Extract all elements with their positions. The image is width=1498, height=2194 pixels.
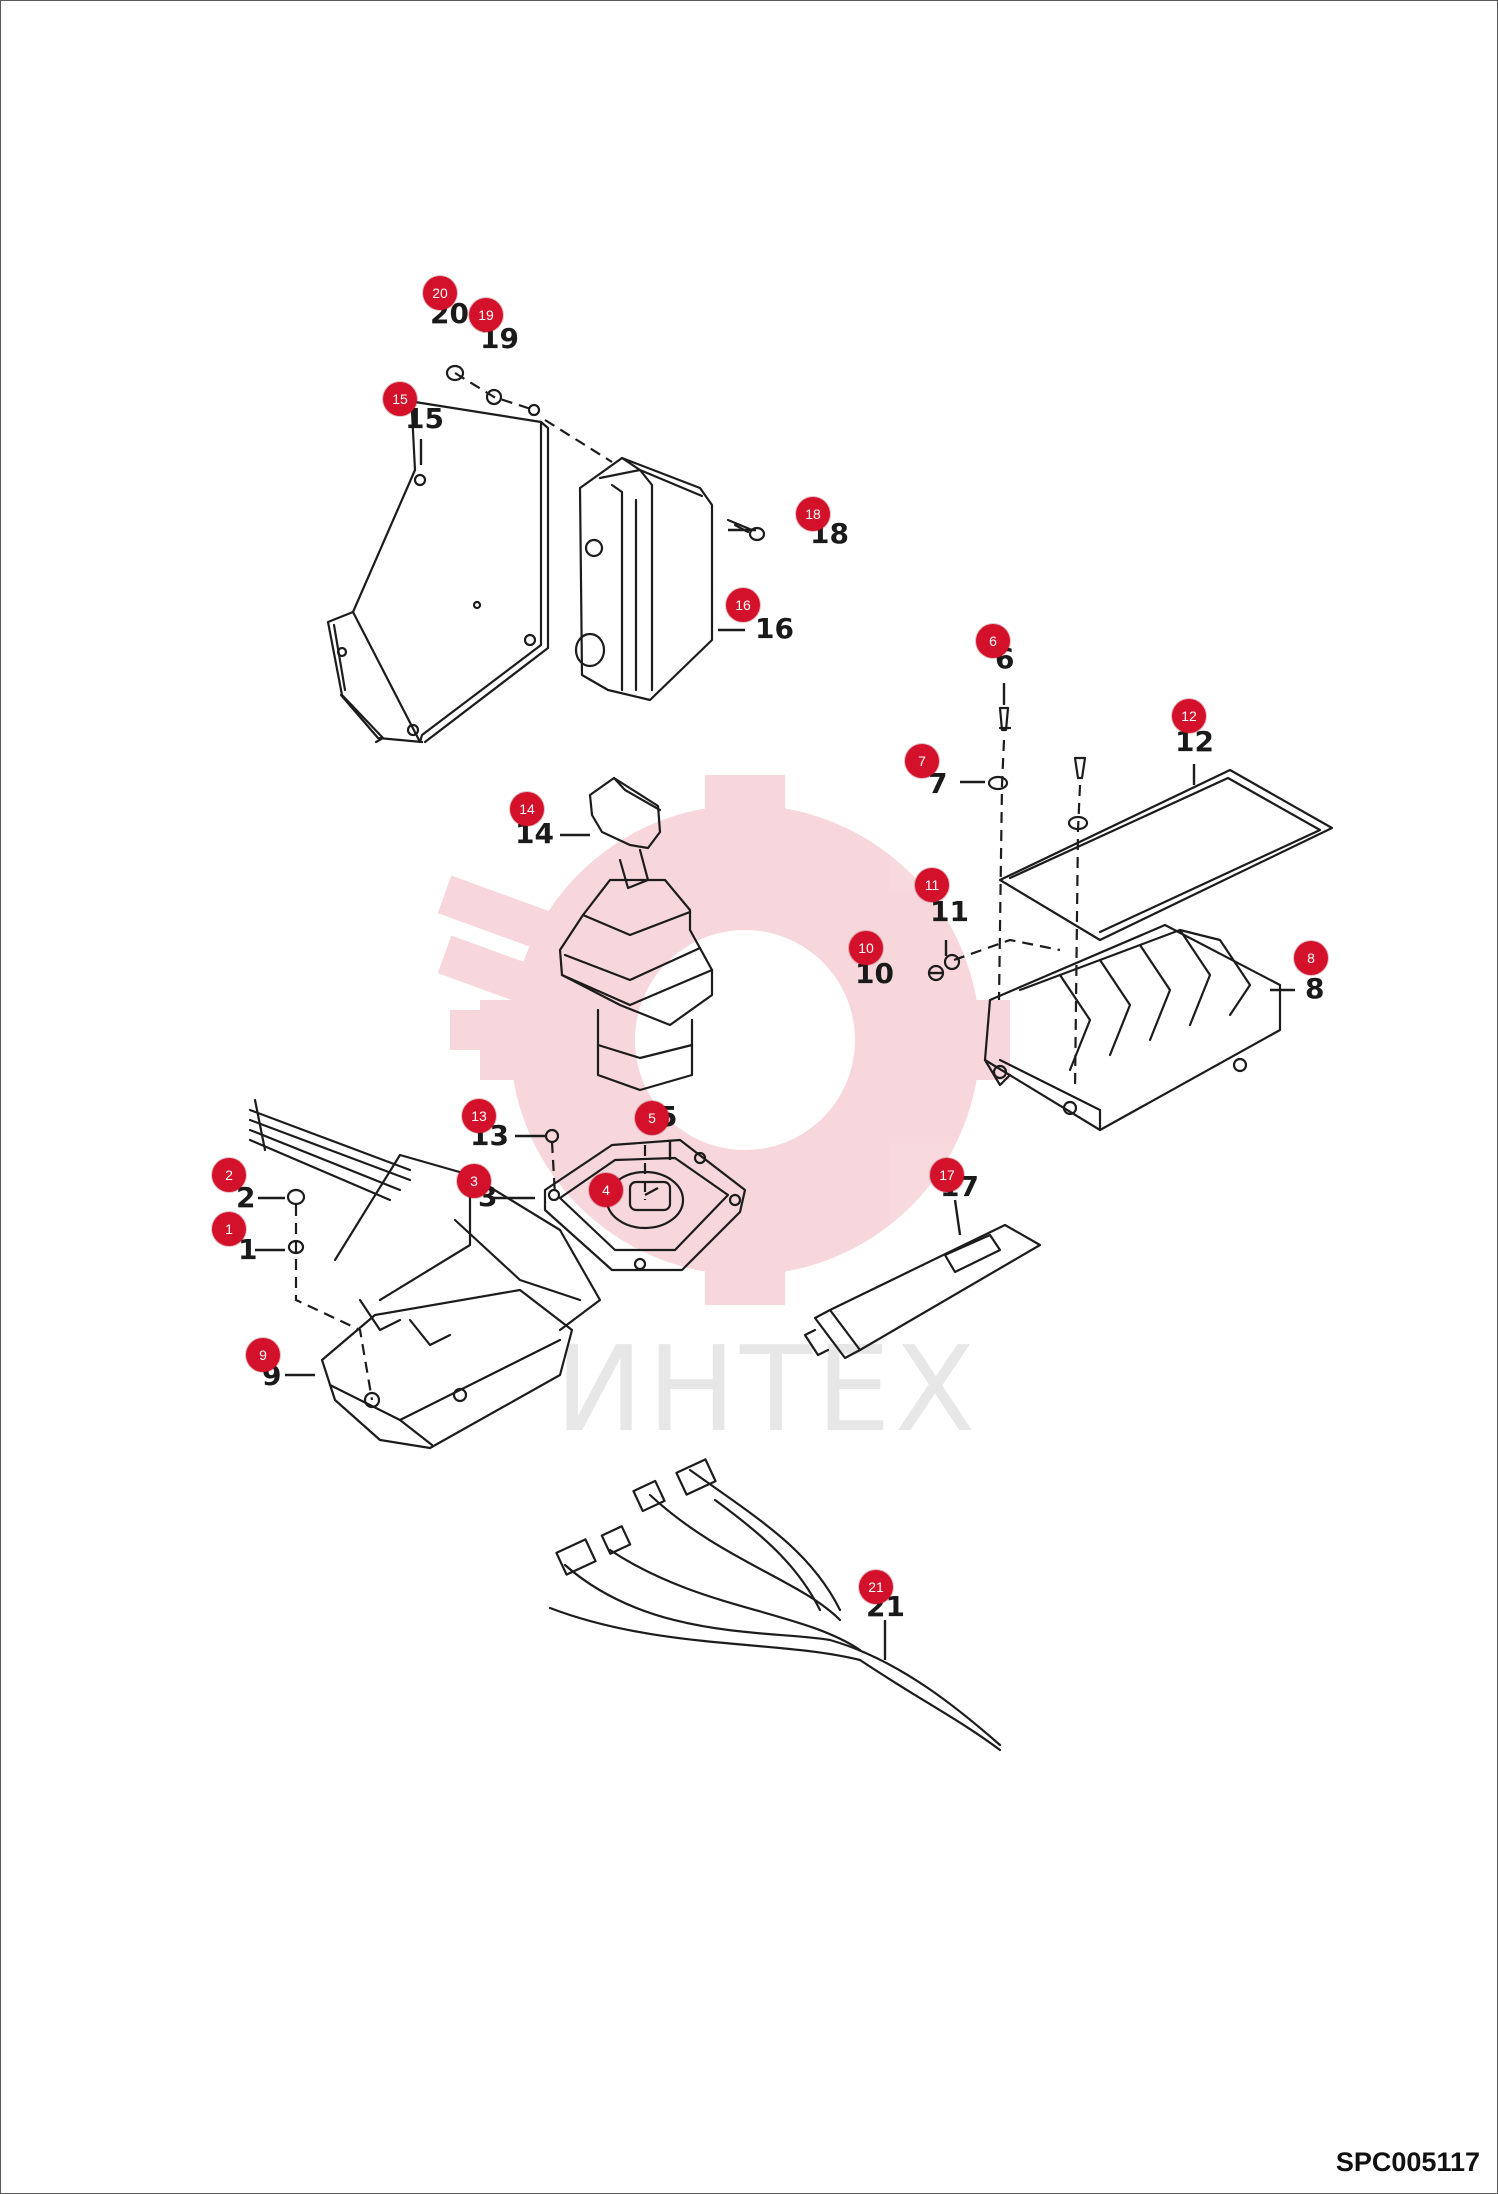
hotspot-12[interactable]: 12	[1172, 699, 1206, 733]
hotspot-2[interactable]: 2	[212, 1158, 246, 1192]
assembly-lines	[294, 372, 1082, 1401]
hotspot-6[interactable]: 6	[976, 624, 1010, 658]
hotspot-20[interactable]: 20	[423, 276, 457, 310]
part-15-bracket	[326, 400, 550, 744]
hotspot-9[interactable]: 9	[246, 1338, 280, 1372]
hotspot-11[interactable]: 11	[915, 868, 949, 902]
watermark-text: ИНТЕХ	[555, 1320, 980, 1458]
part-12-screw	[1067, 756, 1089, 831]
part-number-1: 1	[238, 1233, 258, 1266]
part-16-control-box	[574, 456, 714, 702]
hotspot-17[interactable]: 17	[930, 1158, 964, 1192]
part-17-grease-tube	[803, 1223, 1042, 1360]
part-number-8: 8	[1305, 972, 1325, 1005]
hotspot-1[interactable]: 1	[212, 1212, 246, 1246]
watermark-logo	[437, 775, 1010, 1305]
hotspot-14[interactable]: 14	[510, 792, 544, 826]
part-number-2: 2	[236, 1181, 256, 1214]
hotspot-5[interactable]: 5	[635, 1101, 669, 1135]
hotspot-3[interactable]: 3	[457, 1164, 491, 1198]
document-code: SPC005117	[1335, 2147, 1480, 2177]
part-number-12: 12	[1175, 725, 1214, 758]
hotspot-18[interactable]: 18	[796, 497, 830, 531]
hotspot-21[interactable]: 21	[859, 1570, 893, 1604]
hotspot-13[interactable]: 13	[462, 1099, 496, 1133]
part-number-11: 11	[930, 895, 969, 928]
leader-lines	[255, 439, 1295, 1660]
part-18-bolt	[726, 518, 766, 542]
hotspot-10[interactable]: 10	[849, 931, 883, 965]
part-7-washer	[987, 775, 1009, 791]
hotspot-4[interactable]: 4	[589, 1173, 623, 1207]
part-number-7: 7	[928, 767, 948, 800]
hotspot-15[interactable]: 15	[383, 382, 417, 416]
part-20-washer	[445, 364, 465, 382]
part-number-16: 16	[755, 612, 794, 645]
part-8-relay-block	[983, 923, 1282, 1132]
part-6-screw	[998, 706, 1012, 732]
part-9-control-unit	[248, 1098, 602, 1450]
hotspot-19[interactable]: 19	[469, 298, 503, 332]
part-19-nut	[485, 388, 503, 406]
part-4-switch	[628, 1180, 672, 1212]
part-14-joystick	[558, 776, 714, 1092]
part-2-nut	[286, 1188, 306, 1206]
part-11-nut	[943, 953, 961, 971]
part-12-gasket	[998, 768, 1334, 942]
hotspot-16[interactable]: 16	[726, 588, 760, 622]
hotspot-7[interactable]: 7	[905, 744, 939, 778]
hotspot-8[interactable]: 8	[1294, 941, 1328, 975]
part-21-wire-harness	[548, 1458, 1002, 1752]
